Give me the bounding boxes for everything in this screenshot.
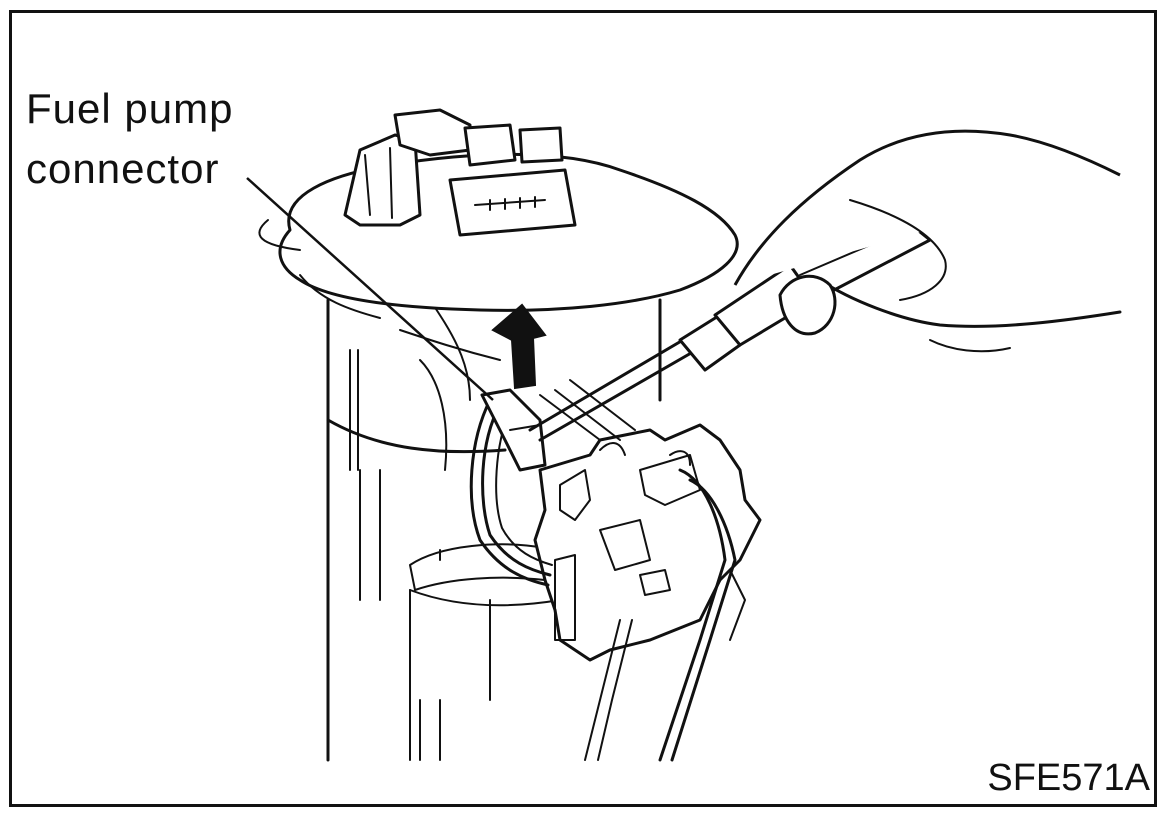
float-arm [584,468,746,762]
hand [733,129,1122,353]
up-arrow-icon [491,303,636,441]
top-connectors [343,108,577,237]
sender-bracket [533,423,762,662]
callout-label-line-2: connector [26,145,220,192]
callout-leader-line [246,177,494,401]
figure-code: SFE571A [987,757,1150,799]
callout-label-line-1: Fuel pump [26,85,234,132]
figure-border [9,10,1157,807]
wire-harness [469,388,553,587]
pump-body [326,298,662,762]
